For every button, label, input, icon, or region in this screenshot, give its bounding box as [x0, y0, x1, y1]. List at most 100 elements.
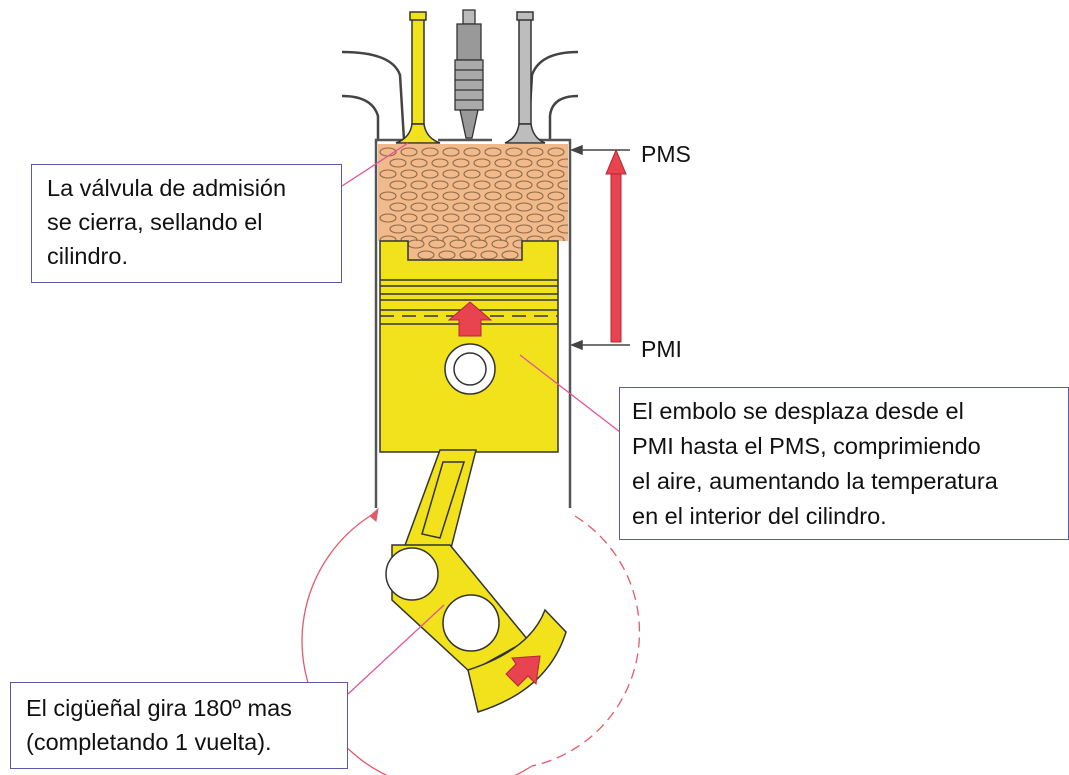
air-bubble — [400, 147, 418, 157]
air-bubble — [473, 158, 491, 168]
air-bubble — [379, 235, 397, 241]
air-bubble — [557, 202, 568, 212]
pms-marker — [569, 144, 630, 156]
air-bubble — [526, 191, 544, 201]
callout-line: El embolo se desplaza desde el — [632, 398, 964, 424]
air-bubble — [379, 213, 397, 223]
air-bubble — [463, 169, 481, 179]
crank-circle-arrowhead — [369, 507, 379, 522]
air-bubble — [494, 202, 512, 212]
leader-piston — [519, 354, 621, 433]
callout-intake-valve: La válvula de admisión se cierra, sellan… — [31, 164, 342, 283]
air-bubble — [494, 224, 512, 234]
piston-pin — [444, 343, 496, 395]
air-bubble — [459, 250, 477, 260]
callout-line: en el interior del cilindro. — [632, 503, 887, 529]
callout-crankshaft: El cigüeñal gira 180º mas (completando 1… — [10, 682, 348, 769]
crankpin — [385, 547, 439, 601]
air-bubble — [442, 191, 460, 201]
air-bubble — [463, 147, 481, 157]
air-bubble — [428, 239, 446, 249]
air-bubble — [547, 191, 565, 201]
air-bubble — [408, 239, 425, 249]
compressed-air-chamber — [378, 144, 568, 260]
pms-label: PMS — [641, 141, 691, 167]
air-bubble — [557, 180, 568, 190]
air-bubble — [389, 202, 407, 212]
intake-valve — [395, 11, 441, 144]
air-bubble — [463, 191, 481, 201]
air-bubble — [515, 158, 533, 168]
air-bubble — [389, 224, 407, 234]
air-bubble — [452, 180, 470, 190]
air-bubble — [557, 158, 568, 168]
air-bubble — [410, 158, 428, 168]
air-bubble — [491, 239, 509, 249]
fuel-injector — [454, 9, 484, 139]
air-bubble — [547, 169, 565, 179]
callout-line: el aire, aumentando la temperatura — [632, 468, 998, 494]
callout-line: El cigüeñal gira 180º mas — [26, 695, 292, 721]
air-bubble — [400, 191, 418, 201]
air-bubble — [512, 239, 522, 249]
air-bubble — [473, 202, 491, 212]
air-bubble — [484, 147, 502, 157]
air-bubble — [536, 158, 554, 168]
air-bubble — [442, 147, 460, 157]
air-bubble — [515, 202, 533, 212]
air-bubble — [389, 158, 407, 168]
air-bubble — [480, 250, 498, 260]
leader-lines — [341, 142, 621, 695]
air-bubble — [410, 180, 428, 190]
air-bubble — [494, 180, 512, 190]
air-bubble — [526, 213, 544, 223]
leader-crank — [347, 604, 445, 695]
air-bubble — [484, 169, 502, 179]
air-bubble — [505, 147, 523, 157]
air-bubble — [417, 250, 435, 260]
piston-up-arrow — [447, 301, 493, 337]
air-bubble — [484, 191, 502, 201]
air-bubble — [452, 202, 470, 212]
crank-circle-dashed — [531, 515, 641, 767]
air-bubble — [557, 224, 568, 234]
air-bubble — [505, 169, 523, 179]
air-bubble — [473, 180, 491, 190]
pmi-marker — [569, 339, 630, 351]
air-bubble — [526, 147, 544, 157]
air-bubble — [547, 235, 565, 241]
intake-port — [341, 50, 406, 141]
air-bubble — [400, 169, 418, 179]
callout-piston: El embolo se desplaza desde el PMI hasta… — [619, 387, 1069, 540]
air-bubble — [400, 213, 418, 223]
air-bubble — [526, 169, 544, 179]
pmi-label: PMI — [641, 336, 682, 362]
air-bubble — [438, 250, 456, 260]
air-bubble — [547, 213, 565, 223]
air-bubble — [515, 180, 533, 190]
air-bubble — [536, 180, 554, 190]
air-bubble — [505, 191, 523, 201]
air-bubble — [379, 169, 397, 179]
air-bubble — [431, 158, 449, 168]
air-bubble — [431, 202, 449, 212]
air-bubble — [452, 224, 470, 234]
exhaust-valve — [504, 11, 546, 144]
air-bubble — [536, 202, 554, 212]
air-bubble — [431, 180, 449, 190]
air-bubble — [410, 224, 428, 234]
air-bubble — [431, 224, 449, 234]
air-bubble — [421, 213, 439, 223]
air-bubble — [484, 213, 502, 223]
air-bubble — [536, 224, 554, 234]
callout-line: PMI hasta el PMS, comprimiendo — [632, 433, 981, 459]
air-bubble — [379, 191, 397, 201]
air-bubble — [463, 213, 481, 223]
air-bubble — [410, 202, 428, 212]
callout-line: se cierra, sellando el — [47, 209, 263, 235]
air-bubble — [442, 213, 460, 223]
stroke-arrow — [605, 148, 627, 343]
callout-line: (completando 1 vuelta). — [26, 729, 272, 755]
connecting-rod — [403, 449, 477, 561]
callout-line: La válvula de admisión — [47, 175, 287, 201]
